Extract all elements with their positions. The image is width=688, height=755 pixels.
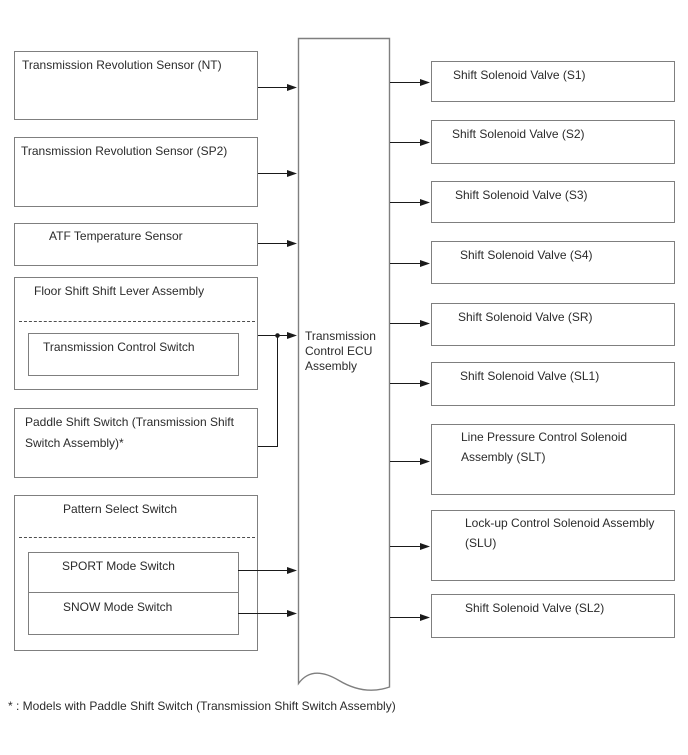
ecu-label: Transmission Control ECU Assembly (305, 329, 387, 374)
output-label-s3: Shift Solenoid Valve (S3) (455, 188, 588, 202)
wire-paddle-branch (258, 335, 278, 447)
paddle-label-line1: Paddle Shift Switch (Transmission Shift (25, 415, 234, 429)
arrowhead-s2 (420, 139, 430, 146)
mode-switch-stack: SPORT Mode Switch SNOW Mode Switch (28, 552, 239, 635)
arrowhead-snow (287, 610, 297, 617)
output-box-s4: Shift Solenoid Valve (S4) (431, 241, 675, 284)
input-label-atf: ATF Temperature Sensor (49, 229, 183, 243)
arrowhead-nt (287, 84, 297, 91)
output-box-slu: Lock-up Control Solenoid Assembly (SLU) (431, 510, 675, 581)
output-box-s2: Shift Solenoid Valve (S2) (431, 120, 675, 164)
arrowhead-atf (287, 240, 297, 247)
arrowhead-sr (420, 320, 430, 327)
output-label-sl2: Shift Solenoid Valve (SL2) (465, 601, 605, 615)
ecu-label-line1: Transmission (305, 329, 376, 343)
arrowhead-sl2 (420, 614, 430, 621)
junction-dot (275, 333, 280, 338)
output-box-sl1: Shift Solenoid Valve (SL1) (431, 362, 675, 406)
arrowhead-s1 (420, 79, 430, 86)
dashed-divider (19, 537, 255, 538)
input-box-atf-temperature: ATF Temperature Sensor (14, 223, 258, 266)
input-box-nt: Transmission Revolution Sensor (NT) (14, 51, 258, 120)
output-label-sr: Shift Solenoid Valve (SR) (458, 310, 593, 324)
arrowhead-s4 (420, 260, 430, 267)
pattern-select-title: Pattern Select Switch (63, 502, 178, 516)
arrowhead-slt (420, 458, 430, 465)
output-box-s1: Shift Solenoid Valve (S1) (431, 61, 675, 102)
output-box-slt: Line Pressure Control Solenoid Assembly … (431, 424, 675, 495)
input-box-sp2: Transmission Revolution Sensor (SP2) (14, 137, 258, 207)
input-box-snow-mode-switch: SNOW Mode Switch (29, 593, 238, 615)
output-box-s3: Shift Solenoid Valve (S3) (431, 181, 675, 223)
output-label-sl1: Shift Solenoid Valve (SL1) (460, 369, 600, 383)
input-box-floor-shift-lever: Floor Shift Shift Lever Assembly Transmi… (14, 277, 258, 390)
ecu-label-line3: Assembly (305, 359, 358, 373)
output-label-slu-line2: (SLU) (465, 536, 497, 550)
arrowhead-slu (420, 543, 430, 550)
output-label-slu-line1: Lock-up Control Solenoid Assembly (465, 516, 655, 530)
input-label-nt: Transmission Revolution Sensor (NT) (22, 58, 222, 72)
arrowhead-shift-lever (287, 332, 297, 339)
arrowhead-s3 (420, 199, 430, 206)
label-transmission-control-switch: Transmission Control Switch (43, 340, 195, 354)
footnote: * : Models with Paddle Shift Switch (Tra… (8, 699, 396, 713)
label-sport-mode-switch: SPORT Mode Switch (62, 559, 175, 573)
output-label-s4: Shift Solenoid Valve (S4) (460, 248, 593, 262)
arrowhead-sl1 (420, 380, 430, 387)
arrowhead-sport (287, 567, 297, 574)
output-label-s1: Shift Solenoid Valve (S1) (453, 68, 586, 82)
input-label-sp2: Transmission Revolution Sensor (SP2) (21, 144, 228, 158)
dashed-divider (19, 321, 255, 322)
arrowhead-sp2 (287, 170, 297, 177)
ecu-label-line2: Control ECU (305, 344, 373, 358)
input-box-transmission-control-switch: Transmission Control Switch (28, 333, 239, 376)
output-label-s2: Shift Solenoid Valve (S2) (452, 127, 585, 141)
output-box-sl2: Shift Solenoid Valve (SL2) (431, 594, 675, 638)
paddle-label-line2: Switch Assembly)* (25, 436, 124, 450)
output-label-slt-line1: Line Pressure Control Solenoid (461, 430, 628, 444)
output-box-sr: Shift Solenoid Valve (SR) (431, 303, 675, 346)
floor-shift-title: Floor Shift Shift Lever Assembly (34, 284, 205, 298)
output-label-slt-line2: Assembly (SLT) (461, 450, 546, 464)
input-box-pattern-select-switch: Pattern Select Switch SPORT Mode Switch … (14, 495, 258, 651)
input-box-sport-mode-switch: SPORT Mode Switch (29, 553, 238, 593)
input-box-paddle-shift-switch: Paddle Shift Switch (Transmission Shift … (14, 408, 258, 478)
label-snow-mode-switch: SNOW Mode Switch (63, 600, 173, 614)
